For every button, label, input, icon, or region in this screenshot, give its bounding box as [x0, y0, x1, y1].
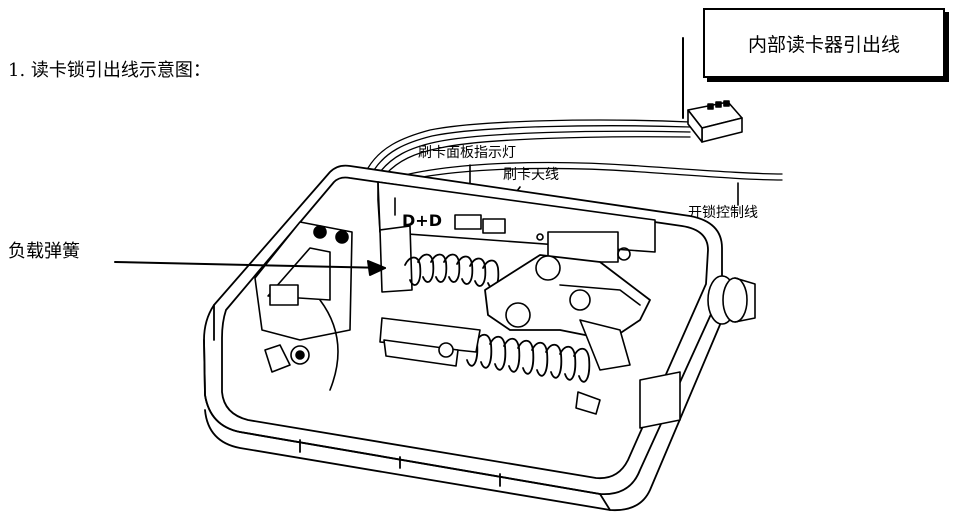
spring-pointer-arrow	[114, 260, 386, 276]
internal-reader-wire-label: 内部读卡器引出线	[747, 33, 900, 56]
latch-cam	[484, 254, 651, 341]
indicator-connector	[454, 214, 482, 230]
unlock-wire-label: 开锁控制线	[688, 205, 758, 221]
lower-spring	[461, 331, 591, 383]
left-bracket	[254, 221, 353, 391]
reader-pcb: D+D	[377, 181, 656, 263]
lock-tongue	[379, 317, 631, 415]
spring-label: 负载弹簧	[8, 241, 80, 262]
cable-gland	[639, 275, 756, 429]
upper-spring	[404, 253, 500, 289]
pcb-logo-mark: D+D	[402, 211, 442, 230]
wire-harness	[367, 119, 691, 175]
diagram-title: 1. 读卡锁引出线示意图：	[8, 60, 211, 81]
antenna-label: 刷卡天线	[503, 167, 559, 183]
unlock-control-wires	[385, 161, 783, 186]
antenna-connector	[482, 218, 506, 234]
wire-connector	[687, 100, 743, 143]
panel-indicator-label: 刷卡面板指示灯	[418, 145, 516, 161]
internal-reader-wire-box: 内部读卡器引出线	[703, 8, 945, 78]
guide-plate	[379, 225, 413, 293]
